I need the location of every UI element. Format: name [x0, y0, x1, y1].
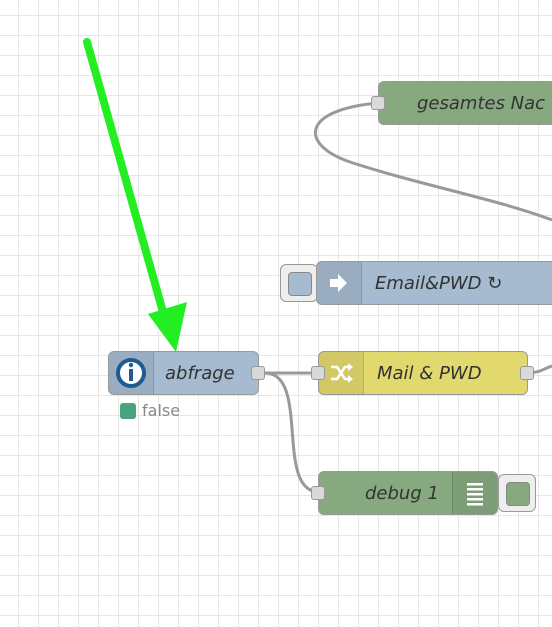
node-label: gesamtes Nac — [417, 92, 546, 114]
iobroker-icon — [109, 352, 154, 394]
arrow-right-icon — [317, 262, 362, 304]
output-port[interactable] — [251, 366, 265, 380]
node-gesamtes[interactable]: gesamtes Nac — [378, 81, 552, 125]
inject-button-inner — [288, 272, 312, 296]
node-debug-1[interactable]: debug 1 — [318, 471, 498, 515]
node-abfrage[interactable]: abfrage — [108, 351, 259, 395]
annotation-arrow-head — [148, 302, 187, 352]
input-port[interactable] — [311, 366, 325, 380]
node-label: Email&PWD ↻ — [375, 272, 503, 294]
input-port[interactable] — [311, 486, 325, 500]
annotation-arrow-shaft — [83, 38, 167, 316]
status-text: false — [142, 401, 181, 420]
status-dot — [120, 402, 136, 419]
node-email-pwd[interactable]: Email&PWD ↻ — [316, 261, 552, 305]
input-port[interactable] — [371, 96, 385, 110]
node-label: debug 1 — [365, 482, 439, 504]
debug-toggle-button[interactable] — [498, 474, 536, 512]
node-label: abfrage — [165, 362, 235, 384]
inject-button[interactable] — [280, 264, 318, 302]
shuffle-icon — [319, 352, 364, 394]
node-status: false — [120, 401, 180, 420]
output-port[interactable] — [520, 366, 534, 380]
node-mail-pwd[interactable]: Mail & PWD — [318, 351, 528, 395]
wire-abfrage-debug[interactable] — [264, 371, 319, 494]
node-label: Mail & PWD — [377, 362, 482, 384]
wire-gesamtes-loop[interactable] — [313, 101, 552, 222]
debug-toggle-inner — [506, 482, 530, 506]
list-icon — [452, 472, 497, 514]
